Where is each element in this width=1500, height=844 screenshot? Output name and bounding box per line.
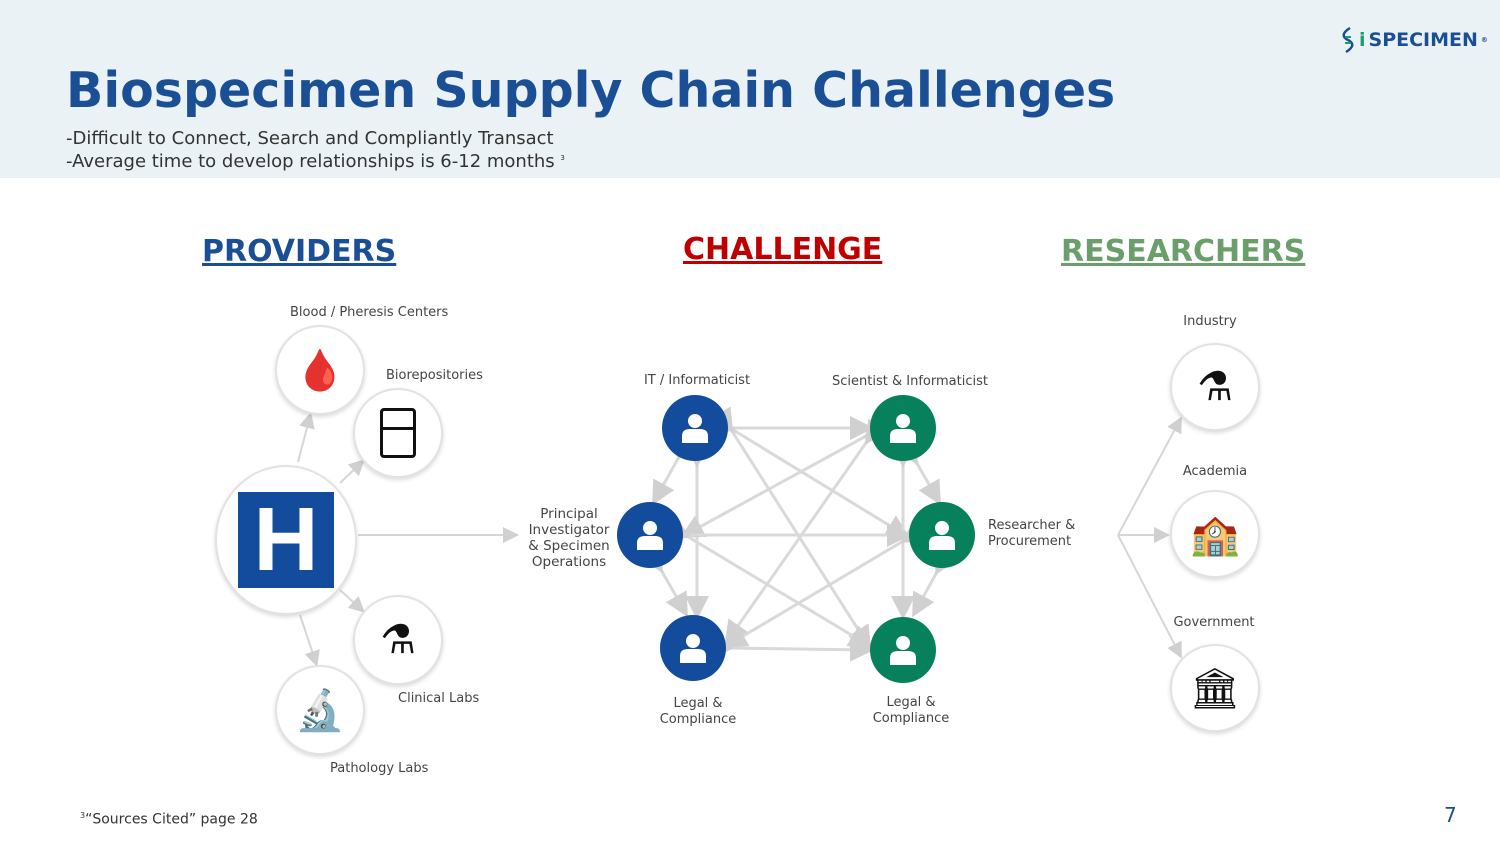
legal-label-right: Legal & Compliance bbox=[872, 695, 950, 726]
school-icon: 🏫 bbox=[1170, 490, 1260, 578]
legal-node-left bbox=[660, 615, 726, 681]
scientist-node bbox=[870, 395, 936, 461]
person-icon bbox=[890, 636, 916, 665]
freezer-icon bbox=[353, 388, 443, 478]
microscope-icon: 🔬 bbox=[275, 665, 365, 755]
researcher-procurement-node bbox=[909, 502, 975, 568]
it-label: IT / Informaticist bbox=[643, 373, 751, 388]
lab-icon: ⚗ bbox=[1170, 343, 1260, 431]
it-informaticist-node bbox=[662, 395, 728, 461]
page-number: 7 bbox=[1444, 803, 1457, 827]
clinical-labs-label: Clinical Labs bbox=[398, 691, 480, 706]
blood-bag-icon: 🩸 bbox=[275, 325, 365, 415]
pi-label: Principal Investigator & Specimen Operat… bbox=[528, 506, 610, 570]
government-label: Government bbox=[1173, 615, 1255, 630]
person-icon bbox=[680, 634, 706, 663]
challenge-heading: CHALLENGE bbox=[683, 232, 883, 267]
person-icon bbox=[637, 521, 663, 550]
hospital-icon: H bbox=[215, 465, 357, 615]
researcher-procurement-label: Researcher & Procurement bbox=[988, 518, 1076, 549]
researchers-heading: RESEARCHERS bbox=[1061, 234, 1306, 269]
biorepositories-label: Biorepositories bbox=[386, 368, 483, 383]
subtitle-line-1: -Difficult to Connect, Search and Compli… bbox=[66, 128, 554, 149]
pathology-labs-label: Pathology Labs bbox=[330, 761, 429, 776]
blood-centers-label: Blood / Pheresis Centers bbox=[290, 305, 449, 320]
person-icon bbox=[682, 414, 708, 443]
pi-node bbox=[617, 502, 683, 568]
header-band bbox=[0, 0, 1500, 178]
scientist-label: Scientist & Informaticist bbox=[832, 374, 988, 389]
subtitle-line-2: -Average time to develop relationships i… bbox=[66, 151, 565, 172]
providers-heading: PROVIDERS bbox=[202, 234, 397, 269]
footnote: 3“Sources Cited” page 28 bbox=[80, 811, 258, 828]
legal-node-right bbox=[870, 617, 936, 683]
page-title: Biospecimen Supply Chain Challenges bbox=[66, 62, 1116, 119]
academia-label: Academia bbox=[1182, 464, 1248, 479]
flask-icon: ⚗ bbox=[353, 595, 443, 685]
person-icon bbox=[890, 414, 916, 443]
dna-icon bbox=[1342, 27, 1354, 53]
government-building-icon: 🏛 bbox=[1170, 644, 1260, 732]
industry-label: Industry bbox=[1183, 314, 1237, 329]
person-icon bbox=[929, 521, 955, 550]
legal-label-left: Legal & Compliance bbox=[659, 696, 737, 727]
